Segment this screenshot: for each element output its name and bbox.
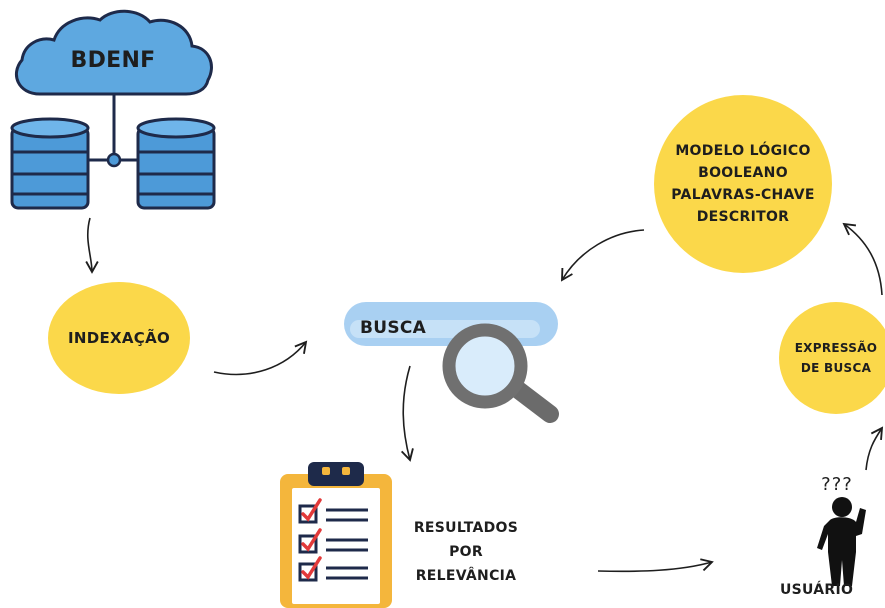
busca-label: BUSCA <box>360 318 427 338</box>
indexacao-node: INDEXAÇÃO <box>48 282 190 394</box>
indexacao-label: INDEXAÇÃO <box>67 329 171 347</box>
database-icon <box>10 117 90 210</box>
arrow-expressao-to-modelo <box>842 222 883 296</box>
arrow-usuario-to-expressao <box>865 426 884 471</box>
arrow-resultados-to-usuario <box>597 558 714 573</box>
search-bar-icon <box>344 302 559 423</box>
resultados-text: RESULTADOS POR RELEVÂNCIA <box>396 516 536 588</box>
usuario-label: USUÁRIO <box>780 582 854 598</box>
expressao-line-1: EXPRESSÃO <box>794 341 878 355</box>
expressao-busca-node: EXPRESSÃO DE BUSCA <box>779 302 885 414</box>
clipboard-icon <box>280 462 392 608</box>
expressao-clip: EXPRESSÃO DE BUSCA <box>779 302 885 414</box>
database-icon <box>136 117 216 210</box>
magnifier-icon <box>442 323 559 423</box>
arrow-modelo-to-busca <box>561 229 645 282</box>
arrow-busca-to-resultados <box>400 365 414 462</box>
resultados-line-3: RELEVÂNCIA <box>415 568 517 584</box>
modelo-line-1: MODELO LÓGICO <box>675 143 811 159</box>
bdenf-cluster <box>10 9 216 210</box>
expressao-line-2: DE BUSCA <box>800 361 872 375</box>
arrow-bdenf-to-indexacao <box>85 217 99 274</box>
modelo-line-4: DESCRITOR <box>696 209 790 225</box>
person-confused-icon <box>817 497 866 586</box>
modelo-line-2: BOOLEANO <box>698 165 788 181</box>
resultados-line-1: RESULTADOS <box>413 520 519 536</box>
modelo-line-3: PALAVRAS-CHAVE <box>671 187 815 203</box>
resultados-line-2: POR <box>449 544 483 560</box>
bdenf-label: BDENF <box>70 48 156 73</box>
modelo-logico-node: MODELO LÓGICO BOOLEANO PALAVRAS-CHAVE DE… <box>654 95 832 273</box>
cloud-icon <box>15 9 213 96</box>
arrow-indexacao-to-busca <box>213 340 308 376</box>
question-marks: ??? <box>821 474 853 495</box>
